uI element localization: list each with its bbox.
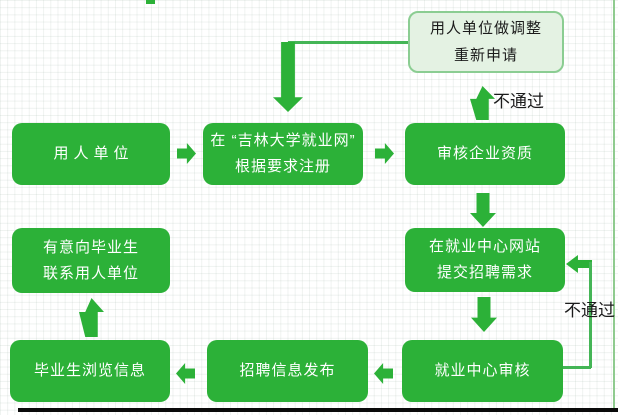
node-employer-line1: 用人单位 (53, 145, 134, 162)
connector-notpass-horizontal-line (563, 366, 591, 369)
node-adjust-reapply-line1: 用人单位做调整 (429, 20, 542, 37)
node-submit-recruitment: 在就业中心网站 提交招聘需求 (405, 228, 565, 292)
arrow-down-review-to-submit-icon (470, 193, 496, 227)
arrow-right-register-to-review-icon (375, 143, 394, 164)
arrow-up-review-to-adjust-icon (470, 86, 495, 120)
connector-notpass-vertical-line (589, 262, 592, 368)
bottom-border-line (18, 408, 618, 412)
right-border-line (613, 0, 615, 412)
node-adjust-reapply: 用人单位做调整 重新申请 (408, 11, 564, 73)
arrow-right-employer-to-register-icon (177, 143, 196, 164)
node-contact-graduates: 有意向毕业生 联系用人单位 (12, 228, 170, 293)
node-adjust-reapply-line2: 重新申请 (453, 47, 518, 64)
arrow-down-submit-to-centerreview-icon (471, 297, 497, 332)
node-submit-recruitment-line2: 提交招聘需求 (436, 264, 533, 281)
node-publish-info-line1: 招聘信息发布 (239, 362, 336, 379)
top-edge-artifact (146, 0, 155, 4)
node-register-line1: 在 “吉林大学就业网” (210, 132, 356, 149)
connector-adjust-to-register-line (288, 41, 408, 44)
node-contact-graduates-line1: 有意向毕业生 (42, 238, 139, 256)
node-publish-info: 招聘信息发布 (207, 340, 368, 402)
node-employer: 用人单位 (12, 123, 170, 185)
node-review-enterprise: 审核企业资质 (405, 123, 565, 185)
arrow-up-browse-to-contact-icon (79, 298, 104, 337)
node-review-enterprise-line1: 审核企业资质 (436, 145, 533, 162)
node-center-review: 就业中心审核 (402, 340, 563, 402)
node-submit-recruitment-line1: 在就业中心网站 (428, 238, 541, 255)
label-not-pass-right: 不通过 (564, 301, 615, 320)
label-not-pass-top: 不通过 (493, 92, 544, 111)
node-center-review-line1: 就业中心审核 (434, 362, 531, 379)
arrow-left-publish-to-browse-icon (176, 363, 195, 384)
node-graduates-browse: 毕业生浏览信息 (10, 340, 170, 402)
node-register: 在 “吉林大学就业网” 根据要求注册 (203, 123, 363, 185)
node-register-line2: 根据要求注册 (234, 158, 331, 175)
arrow-left-centerreview-to-publish-icon (374, 363, 393, 384)
node-graduates-browse-line1: 毕业生浏览信息 (33, 362, 146, 379)
arrow-down-adjust-to-register-icon (273, 42, 303, 112)
node-contact-graduates-line2: 联系用人单位 (42, 264, 139, 282)
